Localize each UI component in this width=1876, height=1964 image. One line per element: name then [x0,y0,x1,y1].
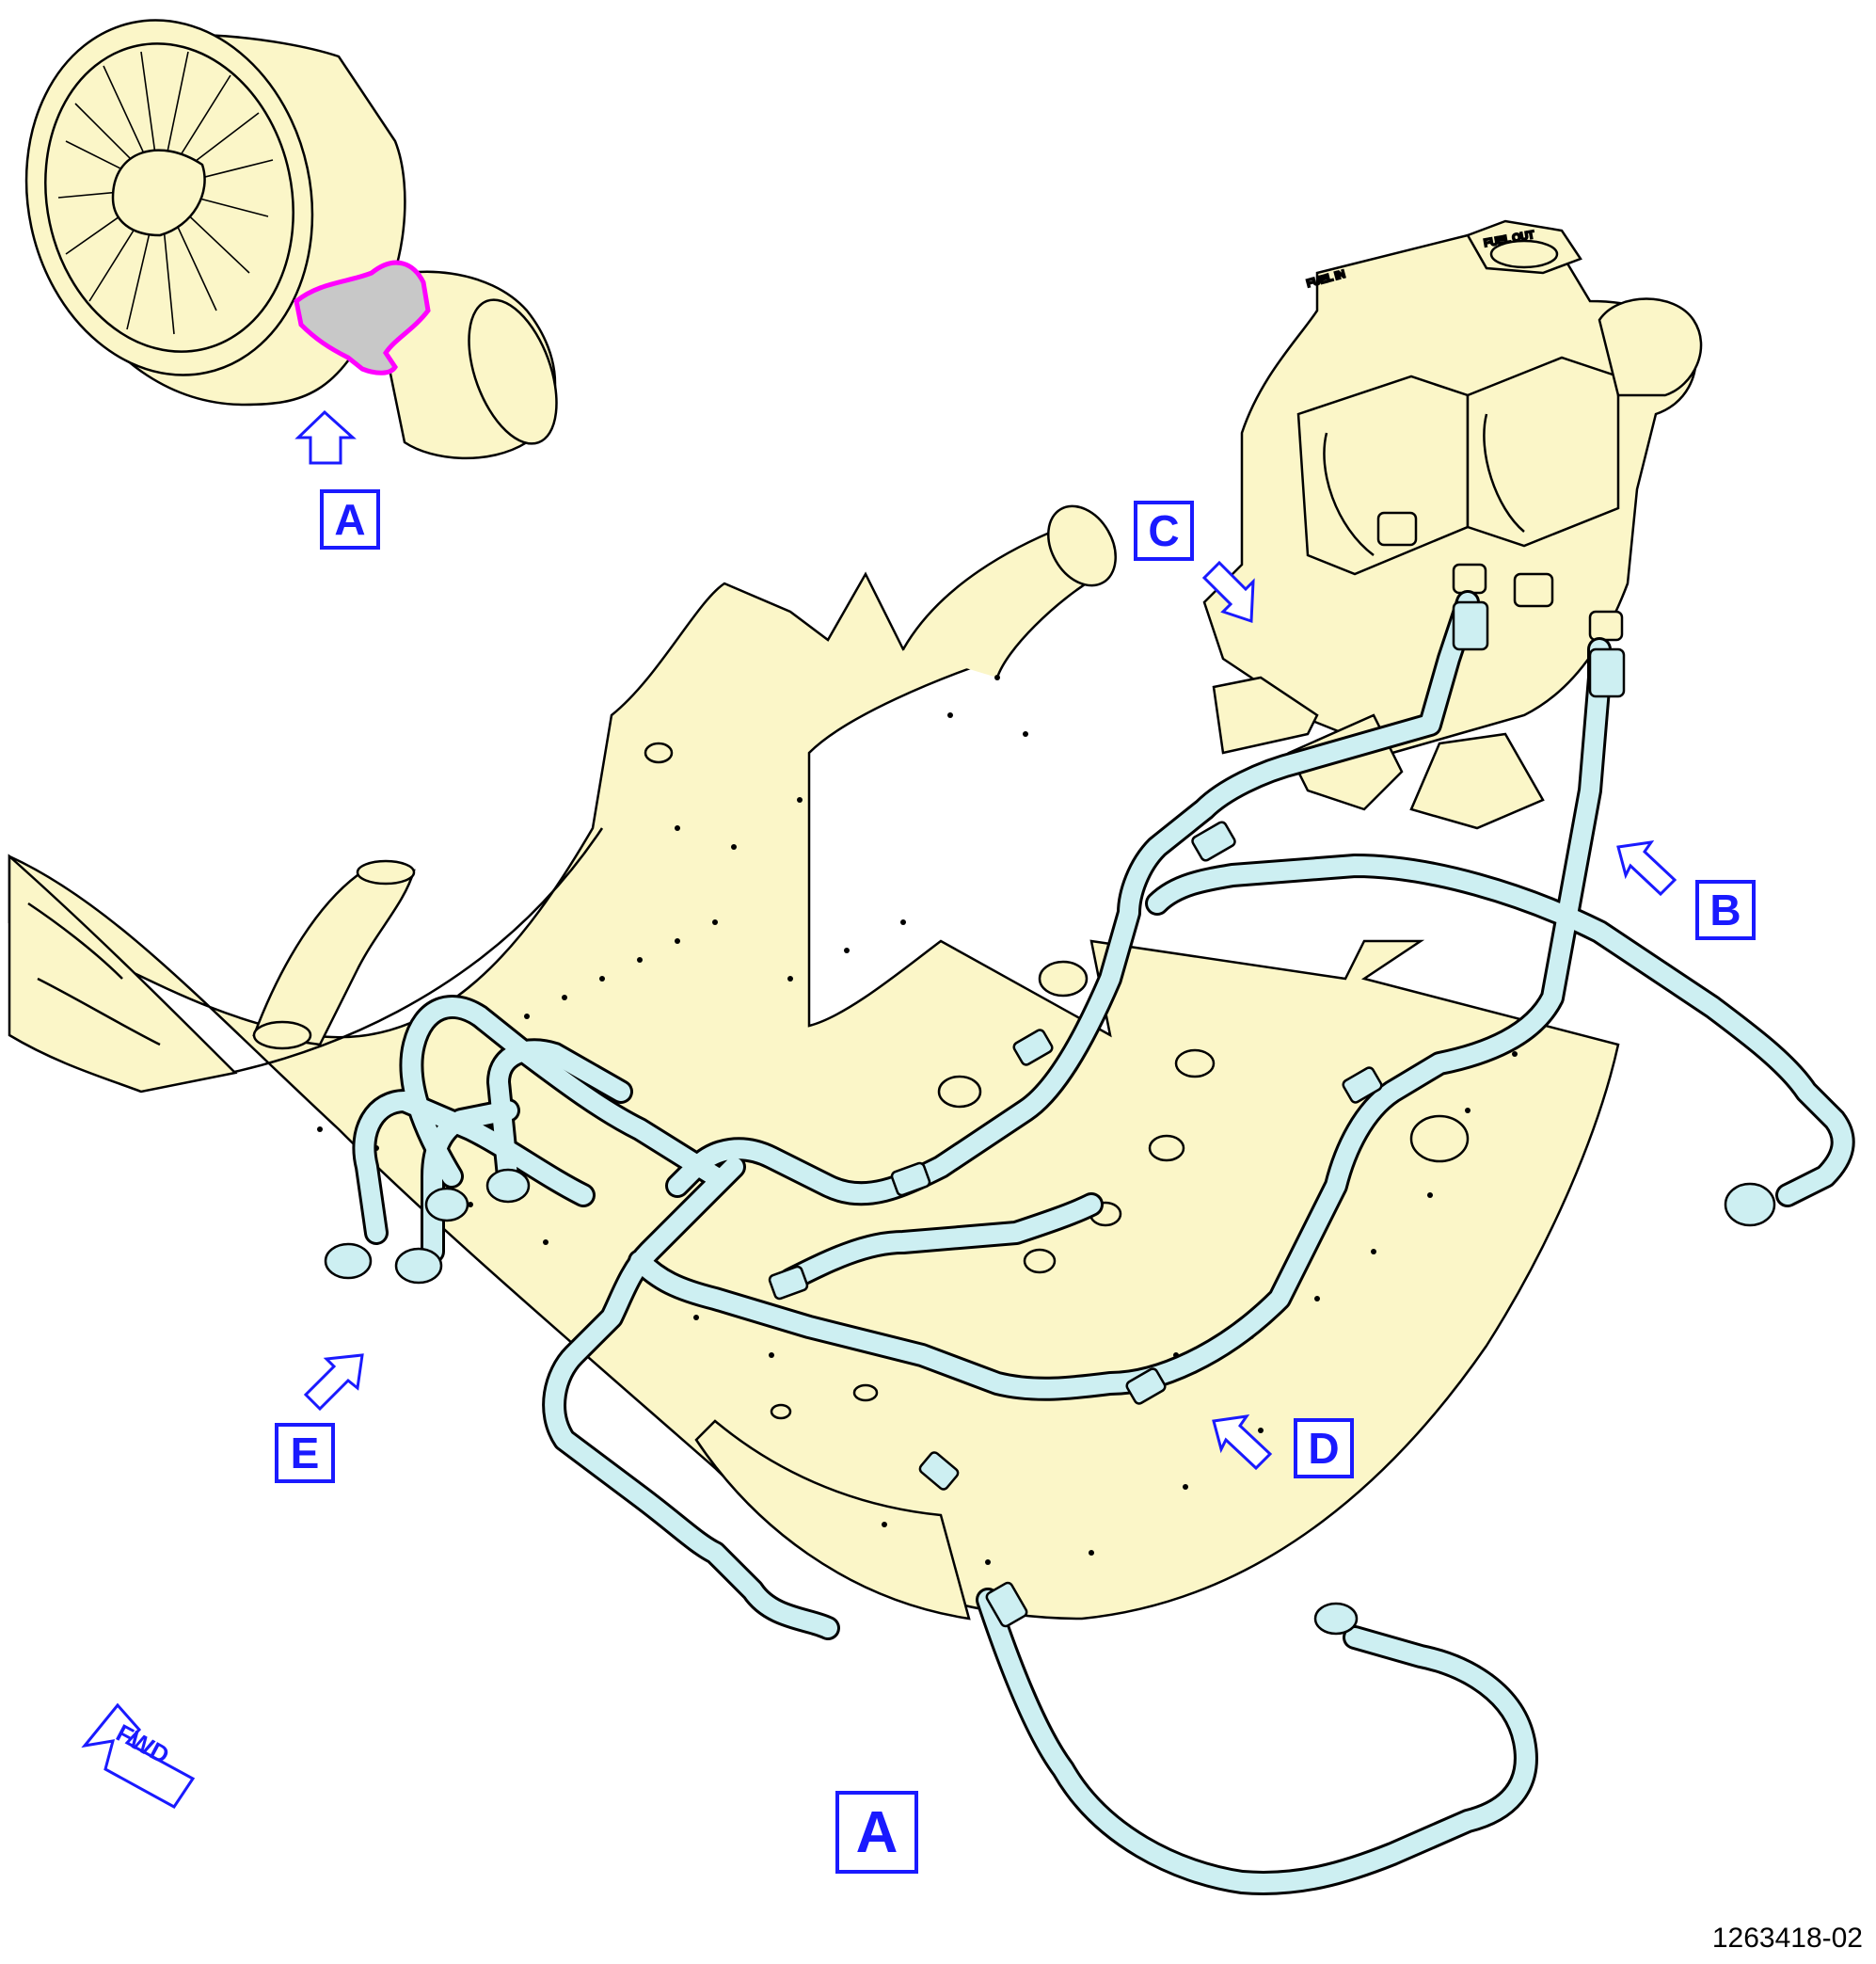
view-callout-c-label: C [1148,506,1180,555]
view-callout-a-top: A [320,489,380,550]
view-callout-c: C [1134,501,1194,561]
view-callout-e-label: E [290,1429,320,1477]
view-callout-a-bottom: A [835,1791,918,1874]
view-arrows [303,560,1677,1471]
engine-locator [24,19,558,460]
view-callout-b: B [1695,880,1756,940]
tube-fittings [324,600,1776,1636]
view-callout-d: D [1294,1418,1354,1478]
view-callout-a-bottom-label: A [855,1799,898,1865]
view-callout-e: E [275,1423,335,1483]
view-arrow-c [1201,560,1255,624]
fwd-arrow [81,1702,196,1809]
fuel-pump: FUEL IN FUEL OUT [1202,219,1703,830]
fuel-tubes [324,590,1855,1895]
figure-id: 1263418-02 [1711,1923,1863,1954]
view-arrow-a-top [294,409,357,465]
view-arrow-b [1616,840,1677,897]
view-callout-a-top-label: A [334,495,366,544]
view-callout-d-label: D [1308,1424,1340,1473]
view-arrow-e [303,1353,364,1412]
view-arrow-d [1212,1414,1273,1471]
view-callout-b-label: B [1709,886,1741,934]
